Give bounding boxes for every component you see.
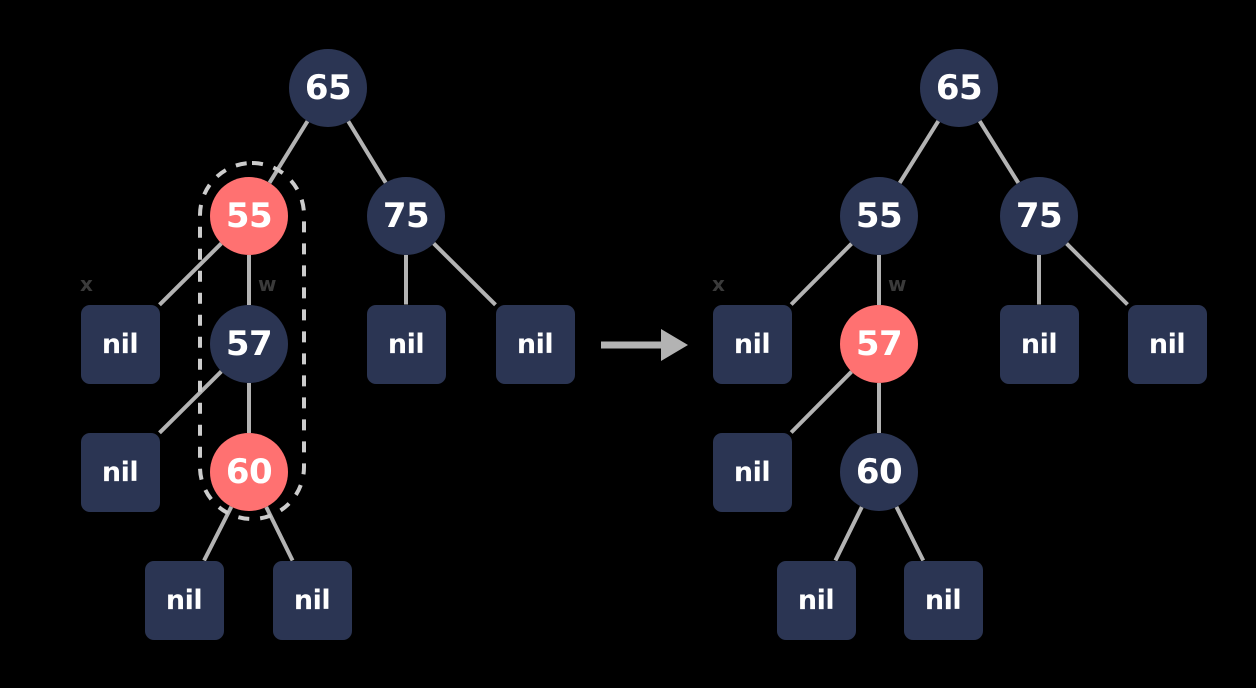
node-label: 55 xyxy=(225,196,273,236)
marker-x: x xyxy=(80,272,93,296)
tree-node-nil[interactable]: nil xyxy=(1127,304,1207,384)
tree-node-55[interactable]: 55 xyxy=(840,177,918,255)
tree-edge xyxy=(202,505,234,562)
node-label: nil xyxy=(101,456,139,488)
tree-edge xyxy=(346,120,388,184)
tree-node-nil[interactable]: nil xyxy=(144,560,224,640)
tree-edge xyxy=(158,370,223,435)
node-label: nil xyxy=(733,456,771,488)
marker-w: w xyxy=(258,272,277,296)
tree-edge xyxy=(789,370,853,434)
node-label: 65 xyxy=(304,68,352,108)
node-label: nil xyxy=(1148,328,1186,360)
tree-node-nil[interactable]: nil xyxy=(712,304,792,384)
tree-edge xyxy=(158,242,223,307)
node-label: nil xyxy=(165,584,203,616)
marker-x: x xyxy=(712,272,725,296)
tree-node-nil[interactable]: nil xyxy=(80,432,160,512)
marker-w: w xyxy=(888,272,907,296)
node-label: nil xyxy=(797,584,835,616)
tree-edge xyxy=(897,120,941,184)
tree-node-nil[interactable]: nil xyxy=(366,304,446,384)
tree-node-65[interactable]: 65 xyxy=(289,49,367,127)
node-label: 60 xyxy=(225,452,273,492)
tree-edge xyxy=(977,120,1021,184)
node-label: nil xyxy=(1020,328,1058,360)
node-label: nil xyxy=(924,584,962,616)
tree-node-nil[interactable]: nil xyxy=(903,560,983,640)
tree-node-55[interactable]: 55 xyxy=(210,177,288,255)
node-label: 75 xyxy=(1015,196,1063,236)
tree-edge xyxy=(267,120,310,184)
tree-edge xyxy=(789,242,853,306)
node-label: nil xyxy=(733,328,771,360)
tree-node-nil[interactable]: nil xyxy=(495,304,575,384)
tree-node-60[interactable]: 60 xyxy=(840,433,918,511)
tree-node-nil[interactable]: nil xyxy=(999,304,1079,384)
node-label: 55 xyxy=(855,196,903,236)
tree-node-75[interactable]: 75 xyxy=(367,177,445,255)
node-label: 57 xyxy=(855,324,903,364)
tree-edge xyxy=(894,505,926,562)
node-label: 57 xyxy=(225,324,273,364)
transform-arrow xyxy=(601,329,688,361)
tree-node-65[interactable]: 65 xyxy=(920,49,998,127)
tree-node-nil[interactable]: nil xyxy=(80,304,160,384)
tree-node-nil[interactable]: nil xyxy=(712,432,792,512)
node-label: nil xyxy=(293,584,331,616)
tree-edge xyxy=(833,506,864,562)
node-label: nil xyxy=(387,328,425,360)
tree-node-57[interactable]: 57 xyxy=(840,305,918,383)
arrow-head xyxy=(661,329,688,361)
node-label: 60 xyxy=(855,452,903,492)
tree-edge xyxy=(432,242,497,307)
node-label: nil xyxy=(101,328,139,360)
tree-edge xyxy=(264,506,295,562)
edge-lines xyxy=(158,120,1129,562)
node-label: 65 xyxy=(935,68,983,108)
tree-node-57[interactable]: 57 xyxy=(210,305,288,383)
tree-node-75[interactable]: 75 xyxy=(1000,177,1078,255)
tree-edge xyxy=(1065,242,1129,306)
tree-node-nil[interactable]: nil xyxy=(272,560,352,640)
tree-node-nil[interactable]: nil xyxy=(776,560,856,640)
node-label: 75 xyxy=(382,196,430,236)
node-label: nil xyxy=(516,328,554,360)
tree-node-60[interactable]: 60 xyxy=(210,433,288,511)
